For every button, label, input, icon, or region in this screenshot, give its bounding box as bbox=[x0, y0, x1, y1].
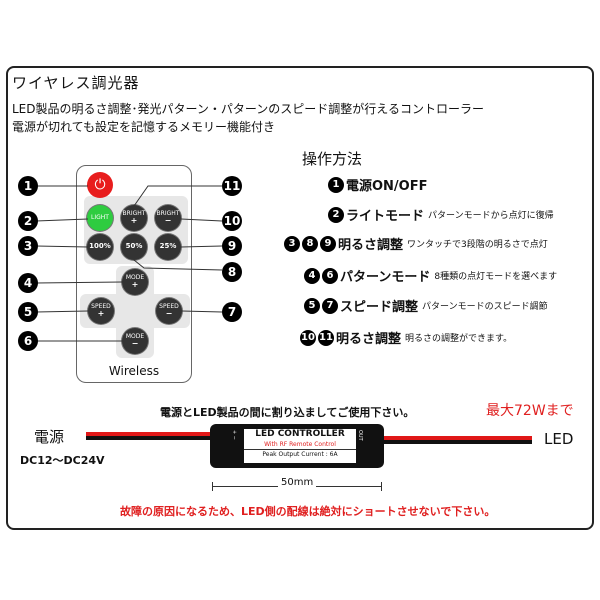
op-note: 8種類の点灯モードを選べます bbox=[434, 272, 558, 282]
max-watt-label: 最大72Wまで bbox=[486, 403, 574, 419]
operation-item: 10 11 明るさ調整 明るさの調整ができます。 bbox=[300, 328, 512, 347]
dimension-label: 50mm bbox=[278, 477, 317, 488]
controller-subtitle: With RF Remote Control bbox=[264, 441, 336, 448]
badge-4: 4 bbox=[18, 273, 38, 293]
controller-rating: Peak Output Current : 6A bbox=[244, 449, 356, 460]
op-main: パターンモード bbox=[340, 270, 431, 285]
short-circuit-warning: 故障の原因になるため、LED側の配線は絶対にショートさせないで下さい。 bbox=[120, 505, 496, 518]
subtitle-features: LED製品の明るさ調整･発光パターン・パターンのスピード調整が行えるコントローラ… bbox=[12, 102, 484, 116]
led-label: LED bbox=[544, 430, 574, 448]
brightness-100-button[interactable]: 100% bbox=[87, 234, 113, 260]
op-badge: 1 bbox=[328, 176, 344, 193]
badge-9: 9 bbox=[222, 236, 242, 256]
badge-3: 3 bbox=[18, 236, 38, 256]
input-wire bbox=[86, 432, 212, 440]
page-title: ワイヤレス調光器 bbox=[12, 74, 140, 92]
brightness-100-label: 100% bbox=[89, 242, 111, 251]
power-source-label: 電源 bbox=[34, 428, 65, 446]
brightness-50-label: 50% bbox=[125, 242, 143, 251]
speed-up-button[interactable]: SPEED+ bbox=[88, 298, 114, 324]
brightness-50-button[interactable]: 50% bbox=[121, 234, 147, 260]
mode-down-button[interactable]: MODE− bbox=[122, 328, 148, 354]
controller-title: LED CONTROLLER bbox=[255, 429, 345, 439]
plus-icon: + bbox=[131, 280, 139, 290]
subtitle-memory: 電源が切れても設定を記憶するメモリー機能付き bbox=[12, 120, 276, 134]
wireless-label: Wireless bbox=[108, 364, 160, 378]
mode-down-label: MODE bbox=[125, 332, 145, 340]
main-frame bbox=[6, 66, 594, 530]
op-main: スピード調整 bbox=[340, 300, 419, 315]
badge-6: 6 bbox=[18, 331, 38, 351]
op-main: 明るさ調整 bbox=[338, 238, 404, 253]
mode-up-label: MODE bbox=[125, 273, 145, 281]
operation-item: 4 6 パターンモード 8種類の点灯モードを選べます bbox=[304, 266, 557, 285]
controller-output-terminal: OUT bbox=[357, 430, 363, 441]
op-badge: 10 bbox=[300, 329, 316, 346]
op-badge: 9 bbox=[320, 235, 336, 252]
badge-8: 8 bbox=[222, 262, 242, 282]
op-note: パターンモードのスピード調節 bbox=[422, 302, 548, 312]
operation-item: 3 8 9 明るさ調整 ワンタッチで3段階の明るさで点灯 bbox=[284, 234, 548, 253]
op-badge: 3 bbox=[284, 235, 300, 252]
op-badge: 2 bbox=[328, 206, 344, 223]
light-button[interactable]: LIGHT bbox=[87, 205, 113, 231]
operations-title: 操作方法 bbox=[302, 150, 363, 168]
op-note: ワンタッチで3段階の明るさで点灯 bbox=[407, 240, 548, 250]
op-badge: 6 bbox=[322, 267, 338, 284]
op-badge: 7 bbox=[322, 297, 338, 314]
bright-down-button[interactable]: BRIGHT− bbox=[155, 205, 181, 231]
brightness-25-label: 25% bbox=[159, 242, 177, 251]
op-main: 明るさ調整 bbox=[336, 332, 402, 347]
controller-label: LED CONTROLLER With RF Remote Control Pe… bbox=[244, 429, 356, 463]
op-note: パターンモードから点灯に復帰 bbox=[428, 211, 554, 221]
led-controller: + − LED CONTROLLER With RF Remote Contro… bbox=[210, 424, 384, 468]
minus-icon: − bbox=[164, 216, 172, 226]
badge-2: 2 bbox=[18, 211, 38, 231]
minus-icon: − bbox=[131, 339, 139, 349]
badge-11: 11 bbox=[222, 176, 242, 196]
op-badge: 8 bbox=[302, 235, 318, 252]
op-main: ライトモード bbox=[346, 209, 425, 224]
output-wire bbox=[382, 436, 532, 444]
plus-icon: + bbox=[130, 216, 138, 226]
operation-item: 5 7 スピード調整 パターンモードのスピード調節 bbox=[304, 296, 548, 315]
minus-icon: − bbox=[165, 309, 173, 319]
badge-5: 5 bbox=[18, 302, 38, 322]
bright-up-button[interactable]: BRIGHT+ bbox=[121, 205, 147, 231]
power-icon: ⏻ bbox=[94, 177, 106, 193]
wiring-notice: 電源とLED製品の間に割り込ましてご使用下さい。 bbox=[160, 406, 415, 419]
plus-icon: + bbox=[97, 309, 105, 319]
controller-input-terminal: + − bbox=[231, 430, 237, 440]
bright-up-label: BRIGHT bbox=[122, 209, 146, 217]
operation-item: 1 電源ON/OFF bbox=[328, 175, 428, 194]
speed-down-button[interactable]: SPEED− bbox=[156, 298, 182, 324]
speed-down-label: SPEED bbox=[159, 302, 179, 310]
light-button-label: LIGHT bbox=[91, 213, 109, 221]
speed-up-label: SPEED bbox=[91, 302, 111, 310]
op-badge: 11 bbox=[318, 329, 334, 346]
operation-item: 2 ライトモード パターンモードから点灯に復帰 bbox=[328, 205, 554, 224]
op-main: 電源ON/OFF bbox=[346, 179, 428, 194]
badge-1: 1 bbox=[18, 176, 38, 196]
bright-down-label: BRIGHT bbox=[156, 209, 180, 217]
voltage-label: DC12〜DC24V bbox=[20, 454, 105, 467]
op-badge: 5 bbox=[304, 297, 320, 314]
badge-10: 10 bbox=[222, 211, 242, 231]
power-button[interactable]: ⏻ bbox=[87, 172, 113, 198]
mode-up-button[interactable]: MODE+ bbox=[122, 269, 148, 295]
badge-7: 7 bbox=[222, 302, 242, 322]
op-note: 明るさの調整ができます。 bbox=[405, 334, 513, 344]
brightness-25-button[interactable]: 25% bbox=[155, 234, 181, 260]
op-badge: 4 bbox=[304, 267, 320, 284]
